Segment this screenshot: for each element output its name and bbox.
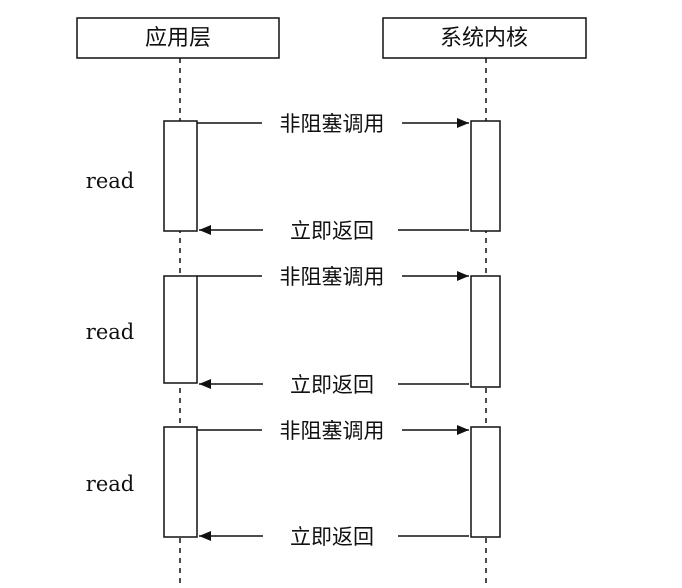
app-activation-box <box>163 120 198 232</box>
call-label: 非阻塞调用 <box>280 112 385 136</box>
kernel-activation-box <box>470 120 501 232</box>
participant-app-layer: 应用层 <box>76 17 280 59</box>
participant-kernel: 系统内核 <box>382 17 587 59</box>
read-label: read <box>86 472 134 496</box>
app-activation-box <box>163 275 198 384</box>
participant-app-layer-label: 应用层 <box>145 26 211 51</box>
read-label: read <box>86 320 134 344</box>
call-label: 非阻塞调用 <box>280 419 385 443</box>
read-label: read <box>86 169 134 193</box>
return-label: 立即返回 <box>290 525 374 549</box>
kernel-activation-box <box>470 426 501 538</box>
return-label: 立即返回 <box>290 373 374 397</box>
call-label: 非阻塞调用 <box>280 265 385 289</box>
app-activation-box <box>163 426 198 538</box>
kernel-activation-box <box>470 275 501 388</box>
participant-kernel-label: 系统内核 <box>440 26 528 51</box>
return-label: 立即返回 <box>290 219 374 243</box>
